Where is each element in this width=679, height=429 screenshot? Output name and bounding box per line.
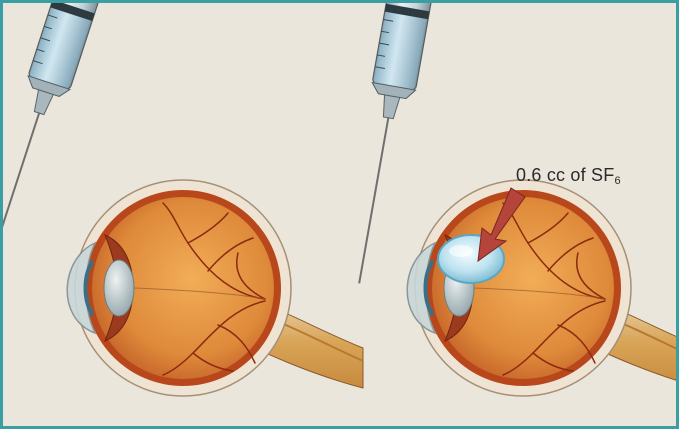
eye-cross-section-left <box>67 180 363 396</box>
eye-cross-section-right <box>407 180 676 396</box>
gas-volume-subscript: 6 <box>614 175 620 187</box>
diagram-canvas <box>3 3 676 426</box>
gas-volume-label: 0.6 cc of SF6 <box>516 165 621 187</box>
gas-volume-text: 0.6 cc of SF <box>516 165 614 185</box>
